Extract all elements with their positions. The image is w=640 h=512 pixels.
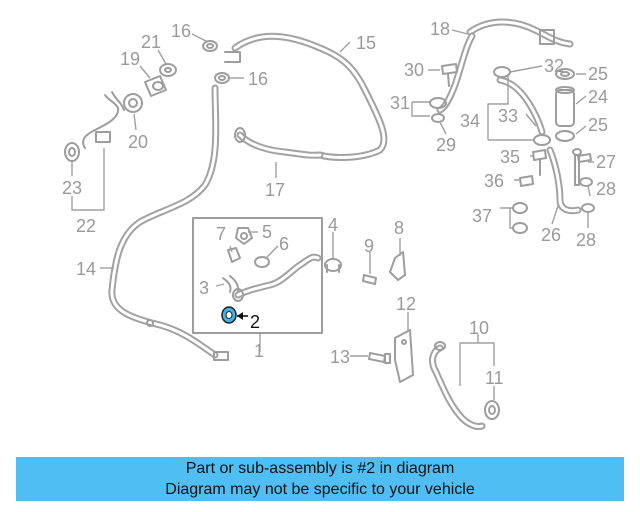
label-25-upper: 25	[588, 64, 608, 84]
bolt-36	[519, 175, 534, 187]
bolt-30	[441, 63, 458, 87]
label-33: 33	[498, 106, 518, 126]
clamp-25-lower	[555, 130, 575, 142]
bolt-13	[368, 352, 391, 364]
hose-15	[231, 32, 388, 161]
label-37: 37	[472, 206, 492, 226]
arrow-2-icon	[237, 312, 243, 320]
clamp-21	[159, 63, 177, 77]
label-10: 10	[469, 318, 489, 338]
bracket-8	[389, 251, 406, 281]
banner-part-note: Part or sub-assembly is #2 in diagram	[185, 460, 455, 477]
label-21: 21	[141, 32, 161, 52]
label-25-lower: 25	[588, 115, 608, 135]
label-16-lower: 16	[248, 69, 268, 89]
seal-23	[64, 142, 80, 162]
label-26: 26	[541, 225, 561, 245]
label-35: 35	[500, 147, 520, 167]
seal-28-lower	[581, 203, 595, 213]
bolt-9	[362, 274, 377, 285]
assembly-box-1	[192, 217, 323, 334]
label-24: 24	[588, 87, 608, 107]
label-28-lower: 28	[576, 230, 596, 250]
clamp-25-upper	[555, 68, 575, 80]
pipe-26	[546, 146, 582, 215]
label-13: 13	[330, 347, 350, 367]
label-31: 31	[390, 93, 410, 113]
banner-disclaimer: Diagram may not be specific to your vehi…	[165, 481, 475, 498]
label-6: 6	[279, 234, 289, 254]
label-1: 1	[254, 341, 264, 361]
label-29: 29	[436, 135, 456, 155]
label-23: 23	[62, 178, 82, 198]
bolt-35	[532, 149, 547, 176]
label-16-upper: 16	[171, 21, 191, 41]
pipe-10	[429, 341, 486, 430]
connector-pipe-1	[232, 253, 322, 302]
label-32: 32	[544, 56, 564, 76]
label-19: 19	[120, 49, 140, 69]
label-36: 36	[484, 171, 504, 191]
thermostat-20	[123, 93, 143, 113]
pipe-5	[235, 227, 253, 245]
bracket-12	[394, 329, 414, 383]
seal-37	[512, 202, 528, 234]
seal-28-upper	[579, 177, 593, 187]
info-banner: Part or sub-assembly is #2 in diagram Di…	[16, 457, 624, 501]
label-34: 34	[460, 111, 480, 131]
pipe-14	[108, 84, 229, 361]
hose-33	[496, 76, 546, 136]
hose-29	[429, 32, 476, 123]
seal-6	[254, 256, 270, 268]
label-22: 22	[76, 216, 96, 236]
bolt-27	[577, 153, 592, 163]
callout-labels: 1 2 3 4 5 6 7 8 9 10 11 12 13 14 15 16 1…	[62, 19, 616, 388]
label-4: 4	[328, 215, 338, 235]
label-17: 17	[265, 180, 285, 200]
clip-7	[227, 247, 241, 263]
label-2: 2	[250, 312, 260, 332]
label-9: 9	[364, 236, 374, 256]
label-7: 7	[216, 224, 226, 244]
label-18: 18	[430, 19, 450, 39]
seal-11	[484, 400, 500, 420]
label-3: 3	[199, 278, 209, 298]
hose-17	[234, 127, 324, 159]
leader-lines	[71, 29, 594, 400]
clamp-16-lower	[214, 72, 230, 84]
hose-19	[144, 75, 167, 97]
label-30: 30	[404, 60, 424, 80]
flange-22	[82, 91, 125, 149]
sensor-4	[324, 258, 342, 273]
parts-diagram: 1 2 3 4 5 6 7 8 9 10 11 12 13 14 15 16 1…	[62, 18, 616, 430]
cylinder-24	[555, 86, 575, 127]
pipe-18	[466, 18, 574, 48]
label-5: 5	[262, 222, 272, 242]
label-11: 11	[485, 368, 504, 388]
label-15: 15	[356, 33, 376, 53]
connector-15	[224, 51, 241, 63]
clamp-16-upper	[202, 40, 218, 52]
label-27: 27	[596, 152, 616, 172]
label-14: 14	[76, 259, 96, 279]
seal-ring-2	[221, 306, 237, 324]
label-28-upper: 28	[596, 179, 616, 199]
label-12: 12	[396, 294, 416, 314]
label-8: 8	[394, 218, 404, 238]
cap-34	[533, 134, 551, 146]
label-20: 20	[128, 132, 148, 152]
